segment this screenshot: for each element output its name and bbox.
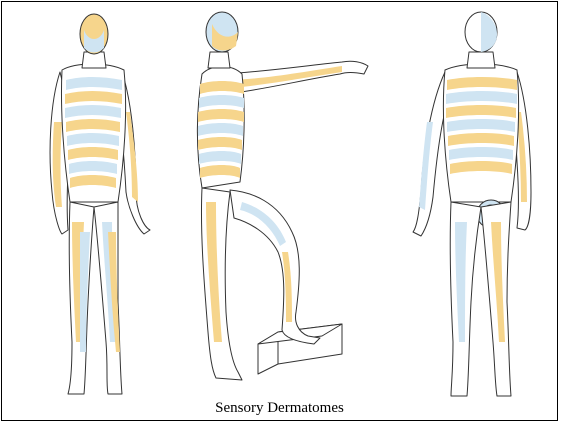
back-view-figure <box>407 2 557 402</box>
front-view-figure <box>32 2 167 402</box>
diagram-caption: Sensory Dermatomes <box>2 400 557 417</box>
side-view-figure <box>182 2 382 402</box>
